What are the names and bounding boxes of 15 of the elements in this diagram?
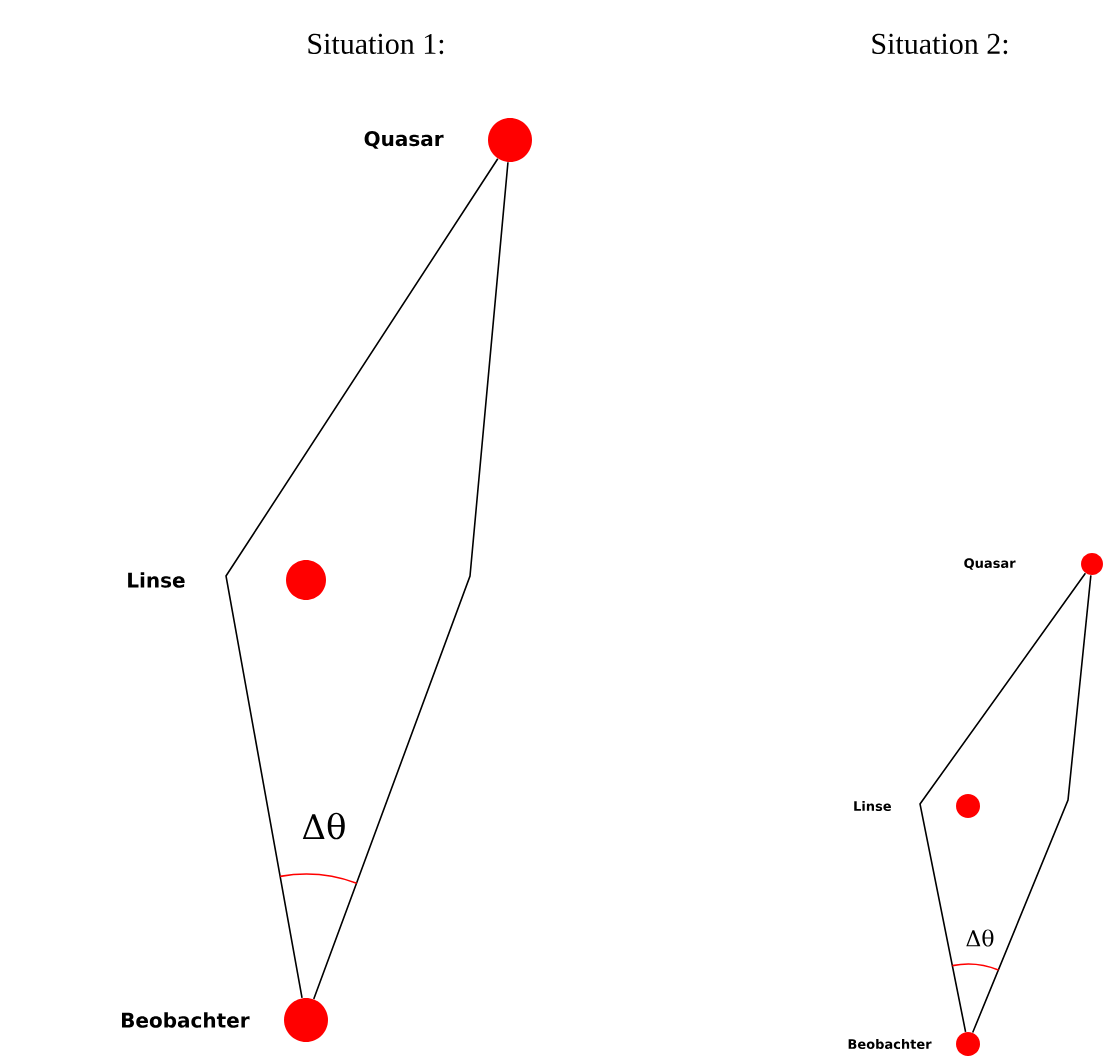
dot <box>956 794 980 818</box>
object-label: Linse <box>128 572 185 588</box>
dot <box>286 560 326 600</box>
angle-label: Δθ <box>302 812 345 840</box>
light-ray <box>225 157 499 999</box>
dot <box>956 1032 980 1056</box>
dot <box>1081 553 1103 575</box>
object-label: Quasar <box>364 131 444 149</box>
light-ray <box>919 572 1087 1033</box>
dot <box>488 118 532 162</box>
light-ray <box>971 574 1092 1034</box>
dot <box>284 998 328 1042</box>
angle-label: Δθ <box>966 929 994 947</box>
light-ray <box>312 161 509 1000</box>
title: Situation 2: <box>872 33 1008 55</box>
